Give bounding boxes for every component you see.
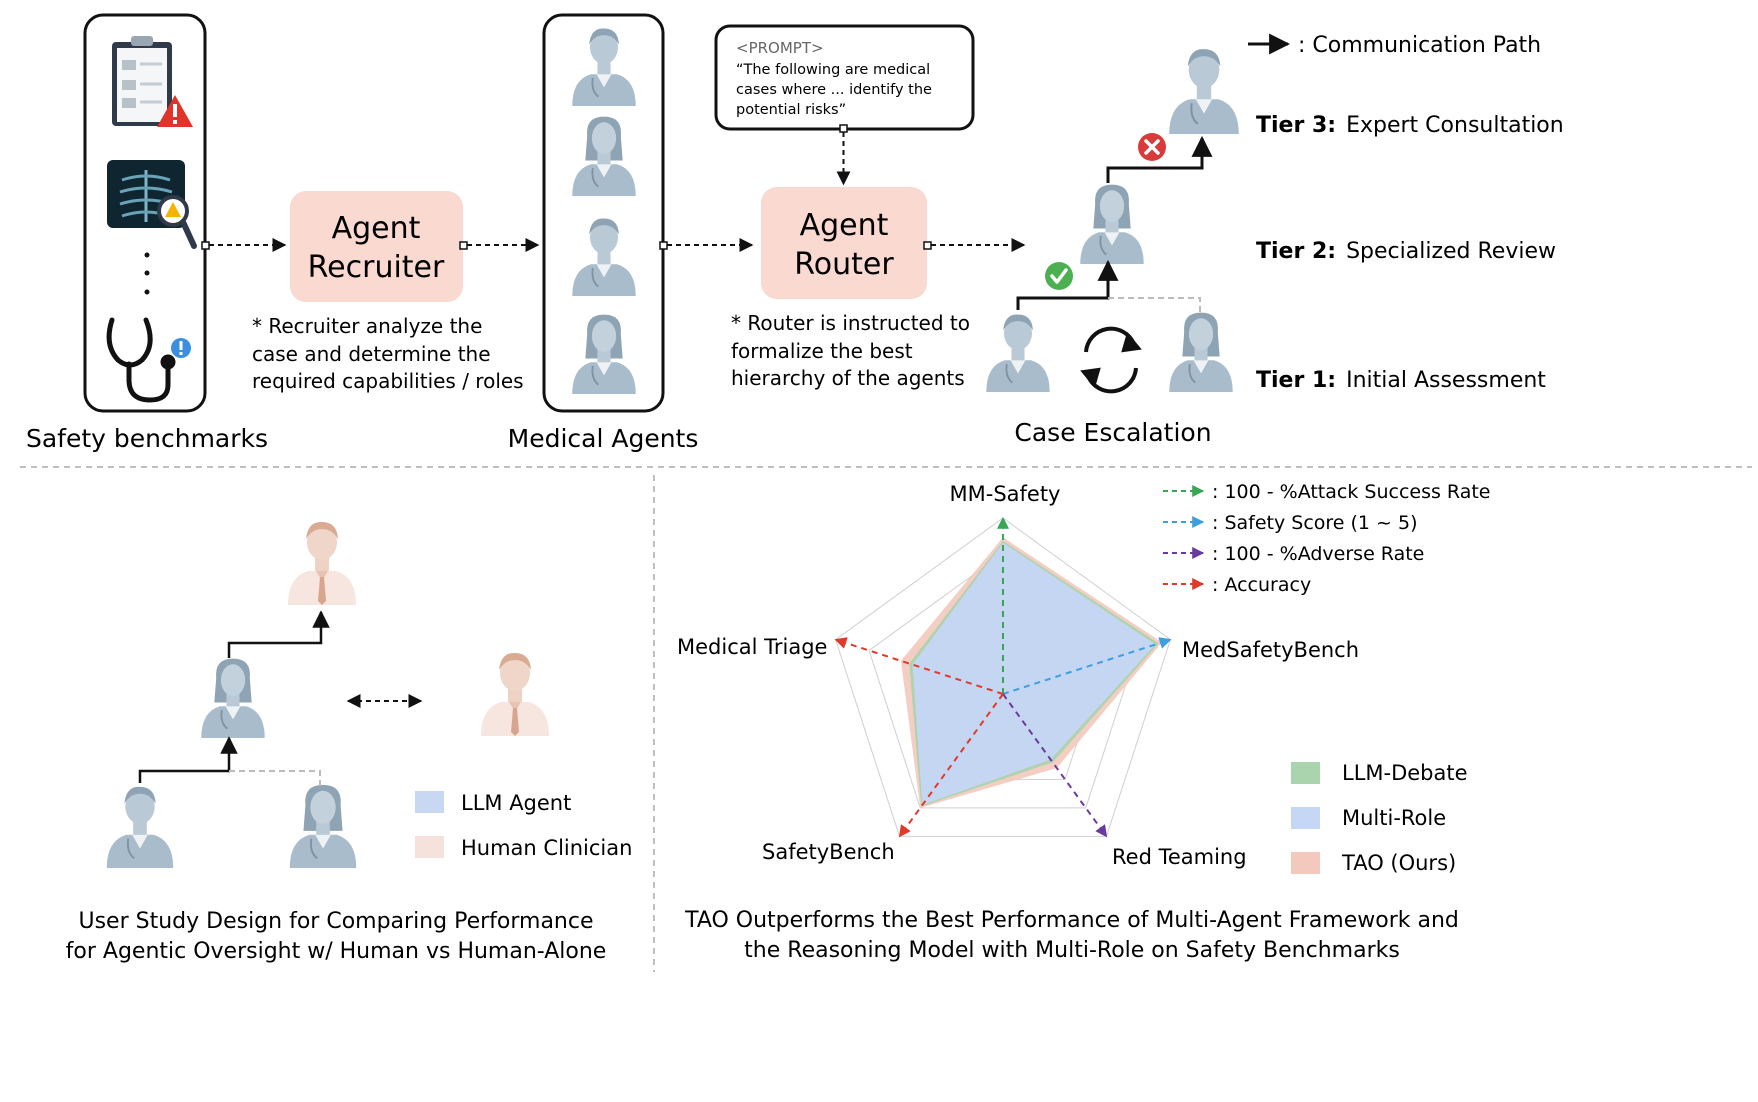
recruiter-note-2: case and determine the [252, 342, 491, 366]
stethoscope-icon [106, 317, 176, 403]
medical-agents-box [542, 13, 665, 413]
series-legend-label-llm-debate: LLM-Debate [1342, 761, 1468, 785]
tier1-doctor-icon-right [1168, 311, 1234, 392]
axis-label-mm-safety: MM-Safety [950, 482, 1061, 506]
recruiter-note-3: required capabilities / roles [252, 369, 524, 393]
router-note-2: formalize the best [731, 339, 913, 363]
axis-label-safetybench: SafetyBench [762, 840, 895, 864]
metric-legend-label-2: : Safety Score (1 ~ 5) [1212, 512, 1418, 534]
agents-label: Medical Agents [508, 424, 699, 453]
series-legend-swatch-multi-role [1291, 807, 1320, 829]
metric-legend-label-3: : 100 - %Adverse Rate [1212, 543, 1424, 565]
reject-icon [1138, 133, 1166, 161]
legend-human-clinician-swatch [415, 836, 444, 858]
escalation-arrow-tier3 [1106, 135, 1213, 183]
radar-axis-arrow-4 [898, 693, 1004, 838]
llm-doctor-icon-right [288, 783, 358, 868]
vertical-ellipsis [144, 252, 150, 295]
radar-grid-ring-4 [835, 517, 1171, 837]
cycle-icon [1080, 326, 1142, 394]
prompt-line-2: cases where ... identify the [736, 82, 932, 98]
router-line2: Router [794, 247, 894, 282]
radar-axis-arrow-3 [1002, 693, 1108, 838]
agent-router-box [761, 187, 927, 299]
radar-series-multi-role [912, 542, 1156, 806]
axis-label-medsafetybench: MedSafetyBench [1182, 638, 1359, 662]
prompt-tag: <PROMPT> [736, 39, 824, 57]
comm-path-label: : Communication Path [1298, 33, 1541, 58]
tier2-doctor-icon [1079, 183, 1145, 264]
metric-legend-label-1: : 100 - %Attack Success Rate [1212, 481, 1490, 503]
benchmarks-label: Safety benchmarks [26, 424, 268, 453]
legend-llm-agent-swatch [415, 791, 444, 813]
agent-recruiter-box [290, 191, 463, 302]
axis-label-red-teaming: Red Teaming [1112, 845, 1247, 869]
axis-label-medical-triage: Medical Triage [677, 635, 827, 659]
series-legend-swatch-llm-debate [1291, 762, 1320, 784]
user-study-caption-1: User Study Design for Comparing Performa… [78, 909, 593, 934]
approve-icon [1045, 262, 1073, 290]
human-doctor-icon-top [288, 521, 356, 605]
escalation-arrow-tier2 [1016, 259, 1119, 310]
router-note-3: hierarchy of the agents [731, 366, 965, 390]
tier1-label: Tier 1:Initial Assessment [1256, 368, 1546, 393]
info-icon [171, 338, 191, 358]
legend-llm-agent-label: LLM Agent [461, 791, 571, 815]
prompt-line-1: “The following are medical [736, 62, 930, 78]
prompt-line-3: potential risks” [736, 102, 846, 118]
recruiter-note-1: * Recruiter analyze the [252, 314, 482, 338]
radar-caption-1: TAO Outperforms the Best Performance of … [684, 908, 1459, 933]
radar-axis-arrow-5 [834, 637, 1004, 695]
tier1-doctor-icon-left [985, 313, 1051, 392]
series-legend-label-multi-role: Multi-Role [1342, 806, 1446, 830]
radar-chart [834, 516, 1172, 838]
series-legend-swatch-tao [1291, 852, 1320, 874]
tier3-label: Tier 3:Expert Consultation [1256, 113, 1564, 138]
tier2-label: Tier 2:Specialized Review [1256, 239, 1556, 264]
router-line1: Agent [800, 208, 889, 243]
router-note-1: * Router is instructed to [731, 311, 970, 335]
metric-legend-label-4: : Accuracy [1212, 574, 1311, 596]
llm-doctor-icon-mid [200, 657, 266, 738]
recruiter-line1: Agent [332, 211, 421, 246]
radar-axis-arrow-2 [1002, 637, 1172, 695]
recruiter-line2: Recruiter [308, 250, 445, 285]
llm-doctor-icon-left [105, 785, 175, 868]
radar-caption-2: the Reasoning Model with Multi-Role on S… [744, 938, 1400, 963]
series-legend-label-tao: TAO (Ours) [1341, 851, 1456, 875]
escalation-label: Case Escalation [1014, 418, 1211, 447]
human-doctor-icon-side [481, 652, 549, 736]
clipboard-icon [112, 36, 172, 126]
tier3-doctor-icon [1168, 48, 1240, 134]
user-study-caption-2: for Agentic Oversight w/ Human vs Human-… [66, 939, 607, 964]
warning-icon [157, 95, 193, 127]
magnifier-icon [157, 195, 197, 249]
legend-human-clinician-label: Human Clinician [461, 836, 632, 860]
